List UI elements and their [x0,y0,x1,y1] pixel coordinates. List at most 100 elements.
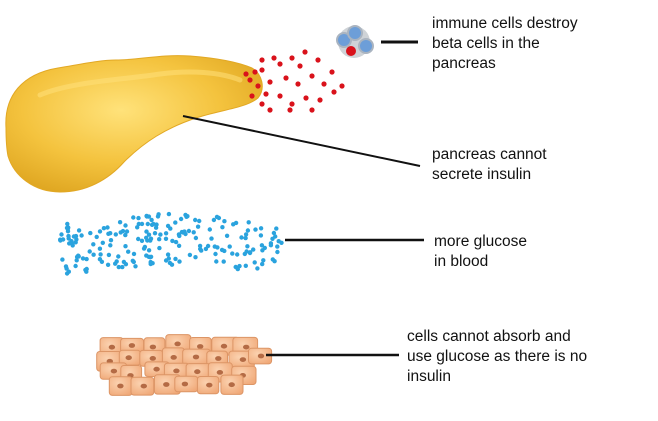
insulin-dot [259,57,265,63]
glucose-dot [163,236,169,241]
cell-nucleus [173,368,180,374]
glucose-dot [276,239,281,244]
glucose-dot [268,241,274,246]
glucose-dot [123,223,128,228]
glucose-dot [173,239,179,245]
immune-cell-cluster [336,25,374,58]
glucose-dot [157,237,162,242]
glucose-dot [214,259,219,264]
glucose-dot [163,231,169,236]
insulin-dot [249,93,255,99]
glucose-dot [63,264,69,269]
glucose-dot [105,225,110,230]
glucose-dot [146,248,152,253]
glucose-dot [144,229,149,234]
glucose-dot [230,251,235,256]
glucose-dot [100,240,106,245]
glucose-dot [97,246,103,251]
glucose-dot [183,231,188,237]
cell-nucleus [197,344,204,349]
glucose-dot [155,214,161,219]
glucose-dot [144,214,150,219]
glucose-dot [166,211,172,217]
glucose-dot [105,262,111,267]
glucose-dot [272,259,277,264]
glucose-dot [193,217,198,223]
cell-nucleus [216,370,224,375]
glucose-dot [145,221,150,227]
glucose-dot [235,252,240,257]
glucose-dot [124,229,130,234]
glucose-dot [227,244,232,249]
insulin-dot [321,81,327,87]
glucose-dot [60,257,65,262]
glucose-dot [186,228,192,234]
insulin-dot [331,89,337,95]
cell-nucleus [257,353,265,359]
glucose-dot [243,235,248,241]
glucose-dot [136,215,141,221]
glucose-dot [116,264,122,270]
insulin-dot [289,101,295,107]
glucose-dot [139,221,145,227]
glucose-dot [176,243,182,248]
glucose-dot [113,261,118,266]
glucose-dot [136,221,141,227]
cell-nucleus [228,382,235,388]
glucose-dot [91,252,96,257]
insulin-dot [295,81,301,87]
glucose-dot [260,248,265,253]
glucose-dot [158,232,163,237]
glucose-dot [135,225,140,230]
glucose-dot [58,237,63,242]
glucose-dot [255,266,260,271]
glucose-dot [80,256,86,261]
glucose-dot [260,261,265,267]
glucose-dot [271,230,277,236]
glucose-dot [83,267,89,273]
glucose-dot [259,243,265,248]
cell-nucleus [163,382,170,387]
insulin-dot [309,107,315,113]
insulin-dots [243,49,345,113]
glucose-dot [117,220,123,225]
glucose-dot [247,250,253,256]
insulin-dot [259,101,265,107]
glucose-dot [97,257,103,262]
glucose-dots [58,211,284,276]
glucose-dot [231,222,236,227]
glucose-dot [79,233,84,238]
glucose-dot [224,233,230,238]
insulin-dot [309,73,315,79]
glucose-dot [148,236,154,241]
glucose-dot [253,227,258,232]
cell-nucleus [194,369,201,375]
cell-nucleus [128,343,136,348]
glucose-dot [88,230,93,236]
glucose-dot [193,255,198,260]
glucose-dot [148,254,154,259]
body-cells-illustration [96,334,273,396]
glucose-dot [106,252,112,258]
glucose-dot [211,217,217,223]
glucose-dot [84,256,89,262]
glucose-dot [258,226,264,231]
glucose-dot [173,220,178,225]
glucose-dot [222,219,227,224]
glucose-dot [67,241,72,246]
glucose-dot [149,222,155,227]
glucose-dot [167,260,173,266]
insulin-dot [297,63,303,69]
glucose-dot [191,230,196,235]
glucose-dot [74,258,79,263]
insulin-dot [271,55,277,61]
glucose-dot [120,264,125,270]
insulin-dot [329,69,335,75]
glucose-dot [91,242,96,247]
glucose-dot [113,232,119,237]
glucose-dot [195,224,201,229]
insulin-dot [259,67,265,73]
insulin-dot [317,97,323,103]
glucose-dot [243,232,249,237]
glucose-dot [245,228,251,233]
